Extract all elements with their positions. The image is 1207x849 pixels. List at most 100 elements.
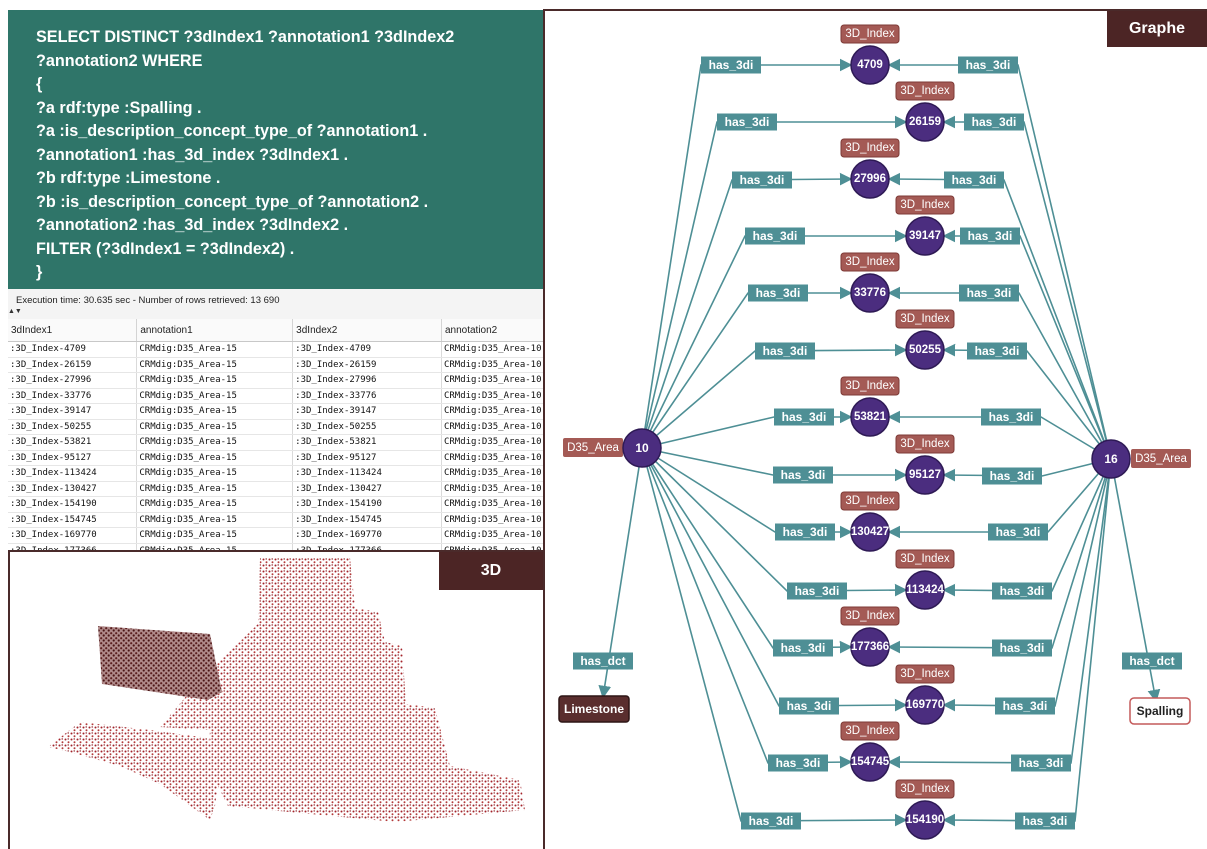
area-type-label [1131,449,1191,468]
edge-label-box [748,284,808,302]
index-node[interactable] [905,455,945,495]
node-type-text: 3D_Index [845,256,894,268]
node-type-text: 3D_Index [900,199,949,211]
column-header[interactable]: annotation2 [441,319,545,342]
spalling-node[interactable] [1129,697,1191,725]
edge-label: has_3di [989,410,1034,424]
table-cell: CRMdig:D35_Area-10 [441,388,545,404]
index-node[interactable] [905,330,945,370]
index-node-label: 169770 [906,699,944,711]
edge-label: has_3di [709,58,754,72]
table-cell: CRMdig:D35_Area-10 [441,481,545,497]
index-node-label: 26159 [909,116,941,128]
index-node[interactable] [850,273,890,313]
area-type-text: D35_Area [1135,453,1187,465]
3d-view-panel[interactable]: 3D [8,550,545,849]
node-type-label [895,434,955,454]
index-node[interactable] [905,685,945,725]
index-node[interactable] [850,397,890,437]
index-node[interactable] [850,627,890,667]
column-header[interactable]: annotation1 [136,319,294,342]
edge-label: has_3di [725,115,770,129]
table-cell: :3D_Index-26159 [292,357,442,373]
execution-info: Execution time: 30.635 sec - Number of r… [16,295,280,306]
limestone-node[interactable] [558,695,630,723]
table-cell: CRMdig:D35_Area-15 [136,372,294,389]
sparql-query-panel[interactable]: SELECT DISTINCT ?3dIndex1 ?annotation1 ?… [8,10,543,289]
edge-label: has_3di [1003,699,1048,713]
index-node[interactable] [905,570,945,610]
query-line: SELECT DISTINCT ?3dIndex1 ?annotation1 ?… [36,28,455,46]
index-node[interactable] [905,102,945,142]
table-cell: :3D_Index-113424 [292,465,442,482]
knowledge-graph[interactable]: has_3di has_3di has_3di has_3di has_3di has_3… [545,11,1207,849]
table-cell: :3D_Index-39147 [292,403,442,420]
edge-label-box [995,697,1055,715]
edge-label-box [573,652,633,670]
node-type-text: 3D_Index [900,85,949,97]
edge-label-box [717,113,777,131]
table-cell: CRMdig:D35_Area-10 [441,419,545,435]
edge-label-box [1015,812,1075,830]
point-cloud-lower-left [48,722,220,820]
index-node[interactable] [850,159,890,199]
column-header[interactable]: 3dIndex2 [292,319,442,342]
sort-arrows-icon[interactable]: ▲▼ [8,308,22,315]
point-cloud-view[interactable] [10,552,543,849]
edge-label: has_3di [967,286,1012,300]
query-line: ?annotation1 :has_3d_index ?3dIndex1 . [36,145,349,164]
table-cell: :3D_Index-154745 [292,512,442,528]
edge-label-box [944,171,1004,189]
edge-label: has_3di [753,229,798,243]
index-node-label: 33776 [854,287,886,299]
table-cell: :3D_Index-33776 [292,388,442,404]
index-node[interactable] [850,45,890,85]
table-cell: :3D_Index-130427 [8,481,138,497]
area-node-right[interactable] [1091,439,1131,479]
table-row[interactable]: :3D_Index-177366CRMdig:D35_Area-15:3D_In… [8,543,545,550]
table-cell: CRMdig:D35_Area-15 [136,357,294,373]
edge-label: has_3di [781,641,826,655]
edge-label-box [982,467,1042,485]
area-node-left-label: 10 [635,441,649,455]
table-cell: CRMdig:D35_Area-15 [136,341,294,358]
edge-label: has_3di [756,286,801,300]
node-type-label [895,309,955,329]
edge-label-box [981,408,1041,426]
column-header[interactable]: 3dIndex1 [8,319,138,342]
index-node[interactable] [905,216,945,256]
node-type-label [895,549,955,569]
index-node-label: 4709 [857,59,883,71]
index-node-label: 154190 [906,814,944,826]
edge-right [942,343,1112,460]
graph-panel[interactable]: has_3di has_3di has_3di has_3di has_3di has_3… [543,9,1207,849]
index-node[interactable] [905,800,945,840]
edge-label-box [741,812,801,830]
edge-label-box [787,582,847,600]
table-cell: CRMdig:D35_Area-10 [441,496,545,513]
table-cell: CRMdig:D35_Area-15 [136,403,294,420]
index-node-label: 50255 [909,344,942,356]
edge-label-box [773,639,833,657]
index-node[interactable] [850,512,890,552]
edge-label: has_3di [1000,584,1045,598]
index-node[interactable] [850,742,890,782]
edge-label-box [988,523,1048,541]
area-node-left[interactable] [622,428,662,468]
edge-label: has_3di [776,756,821,770]
node-type-label [840,491,900,511]
